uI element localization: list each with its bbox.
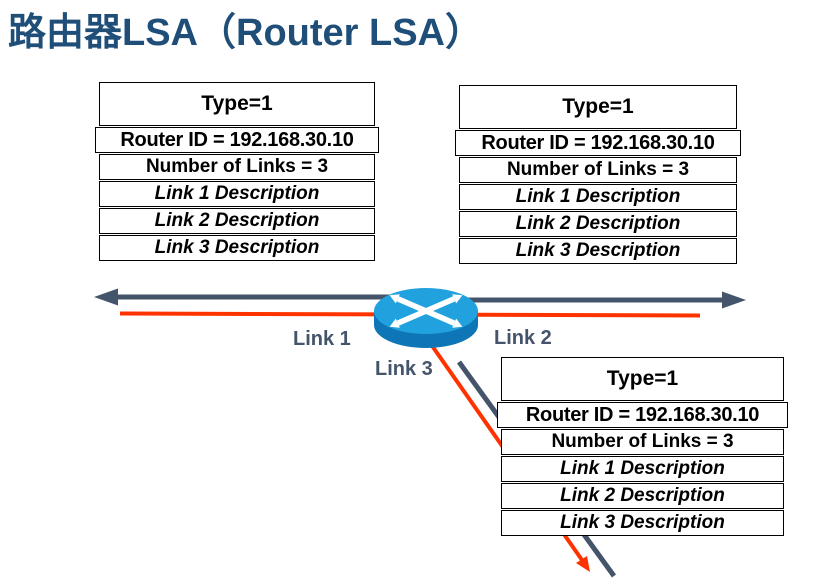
link2-arrow xyxy=(468,291,746,309)
red-link-arrowhead-icon xyxy=(576,556,590,572)
lsa-link3-desc-row: Link 3 Description xyxy=(459,238,737,264)
lsa-type-row: Type=1 xyxy=(459,85,737,129)
link1-arrow xyxy=(94,288,400,306)
link3-label: Link 3 xyxy=(375,358,433,380)
lsa-num-links-row: Number of Links = 3 xyxy=(501,429,784,455)
lsa-link2-desc-row: Link 2 Description xyxy=(501,483,784,509)
lsa-link1-desc-row: Link 1 Description xyxy=(99,181,375,207)
lsa-link2-desc-row: Link 2 Description xyxy=(459,211,737,237)
lsa-table-right: Type=1 Router ID = 192.168.30.10 Number … xyxy=(455,85,741,264)
lsa-num-links-row: Number of Links = 3 xyxy=(99,154,375,180)
lsa-link1-desc-row: Link 1 Description xyxy=(459,184,737,210)
lsa-link3-desc-row: Link 3 Description xyxy=(501,510,784,536)
lsa-link1-desc-row: Link 1 Description xyxy=(501,456,784,482)
lsa-table-left: Type=1 Router ID = 192.168.30.10 Number … xyxy=(95,82,379,261)
lsa-link2-desc-row: Link 2 Description xyxy=(99,208,375,234)
link1-label: Link 1 xyxy=(293,328,351,350)
lsa-link3-desc-row: Link 3 Description xyxy=(99,235,375,261)
lsa-router-id-row: Router ID = 192.168.30.10 xyxy=(95,127,379,153)
page-title: 路由器LSA（Router LSA） xyxy=(8,12,484,54)
lsa-table-bottom: Type=1 Router ID = 192.168.30.10 Number … xyxy=(497,357,788,536)
lsa-router-id-row: Router ID = 192.168.30.10 xyxy=(497,402,788,428)
lsa-router-id-row: Router ID = 192.168.30.10 xyxy=(455,130,741,156)
lsa-num-links-row: Number of Links = 3 xyxy=(459,157,737,183)
lsa-type-row: Type=1 xyxy=(99,82,375,126)
router-icon xyxy=(374,288,478,348)
link2-label: Link 2 xyxy=(494,327,552,349)
lsa-type-row: Type=1 xyxy=(501,357,784,401)
